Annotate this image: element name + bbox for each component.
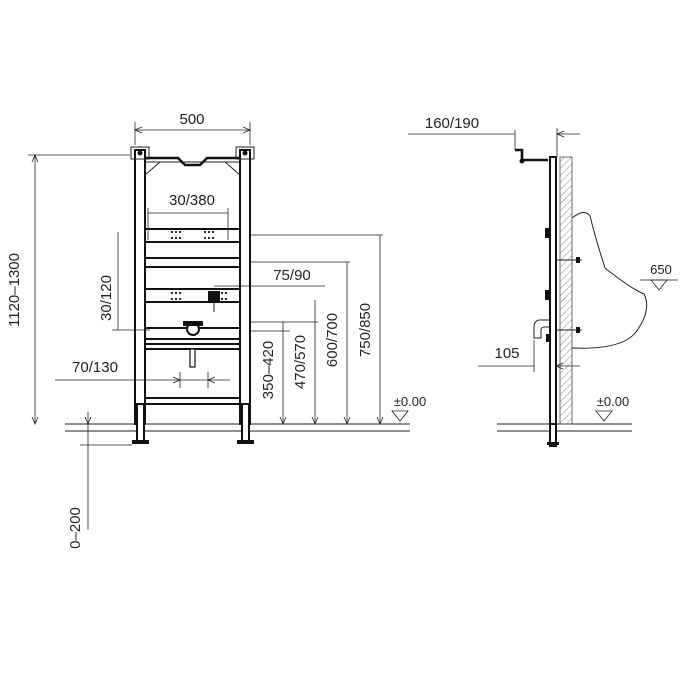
front-dimension-lines <box>28 122 409 530</box>
front-total-height-label: 1120–1300 <box>6 253 23 327</box>
frame-rails <box>144 228 241 405</box>
rail-offset-label: 75/90 <box>273 267 311 284</box>
side-frame-profile <box>515 148 582 447</box>
height-b-label: 470/570 <box>292 335 309 389</box>
wall-distance-label: 160/190 <box>425 115 479 132</box>
frame-feet <box>132 403 254 444</box>
side-view: 160/190 105 650 ±0.00 <box>408 115 678 447</box>
rail-spacing-label: 30/380 <box>169 192 215 209</box>
front-floor-slab <box>65 423 410 432</box>
urinal-depth-label: 650 <box>650 262 672 277</box>
side-floor-level-label: ±0.00 <box>597 394 629 409</box>
leg-extension-label: 0–200 <box>67 507 84 549</box>
front-floor-level-label: ±0.00 <box>394 394 426 409</box>
pipe-offset-label: 105 <box>494 345 519 362</box>
front-view: 500 1120–1300 30/380 75/90 30/120 70/130… <box>6 111 426 549</box>
frame-uprights <box>130 146 255 425</box>
side-floor-slab <box>497 423 632 432</box>
side-dimension-lines <box>408 128 678 422</box>
urinal-profile <box>571 212 648 349</box>
front-width-label: 500 <box>179 111 204 128</box>
drain-offset-label: 70/130 <box>72 359 118 376</box>
vertical-offset-label: 30/120 <box>98 275 115 321</box>
side-wall <box>559 156 573 425</box>
height-a-label: 350–420 <box>260 341 277 399</box>
height-c-label: 600/700 <box>324 313 341 367</box>
height-d-label: 750/850 <box>357 303 374 357</box>
